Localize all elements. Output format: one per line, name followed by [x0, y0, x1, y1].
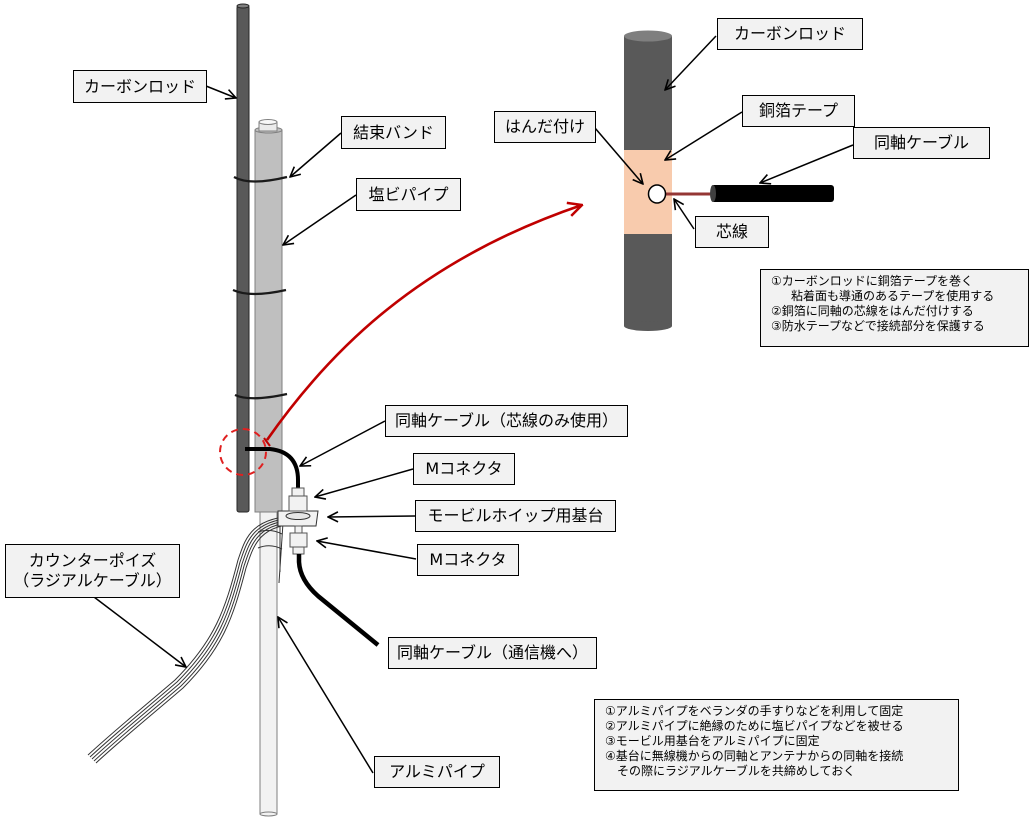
coax-to-radio-cable	[296, 554, 380, 647]
label-core-wire: 芯線	[695, 216, 769, 248]
note-line: ③モービル用基台をアルミパイプに固定	[605, 734, 820, 748]
note-box-bottom: ①アルミパイプをベランダの手すりなどを利用して固定 ②アルミパイプに絶縁のために…	[594, 699, 959, 791]
note-line: ①アルミパイプをベランダの手すりなどを利用して固定	[605, 704, 904, 718]
solder-point	[647, 184, 667, 204]
pipe-clamp	[257, 522, 284, 584]
label-text: 結束バンド	[353, 122, 434, 142]
label-text: カウンターポイズ	[28, 551, 157, 570]
label-carbon-rod-right: カーボンロッド	[717, 18, 863, 50]
note-line: ①カーボンロッドに銅箔テープを巻く	[771, 274, 974, 288]
label-carbon-rod-left: カーボンロッド	[73, 70, 207, 103]
label-text: Mコネクタ	[429, 550, 507, 569]
label-text: Mコネクタ	[425, 459, 503, 478]
label-text: カーボンロッド	[83, 76, 196, 96]
label-text: 同軸ケーブル（芯線のみ使用）	[394, 411, 619, 430]
label-text: 芯線	[715, 222, 748, 241]
carbon-rod-left	[236, 3, 250, 513]
coax-cable-detail	[710, 185, 834, 202]
detail-arrow	[265, 205, 582, 441]
label-cable-tie: 結束バンド	[341, 116, 446, 149]
carbon-rod-detail	[624, 30, 672, 331]
label-text: カーボンロッド	[733, 24, 846, 43]
note-line: ②アルミパイプに絶縁のために塩ビパイプなどを被せる	[605, 719, 904, 733]
label-solder: はんだ付け	[494, 111, 596, 143]
label-aluminum-pipe: アルミパイプ	[374, 756, 500, 788]
note-line: 粘着面も導通のあるテープを使用する	[791, 289, 995, 303]
label-counterpoise: カウンターポイズ （ラジアルケーブル）	[5, 544, 180, 598]
label-text: はんだ付け	[504, 117, 585, 136]
label-text: モービルホイップ用基台	[427, 506, 604, 525]
label-coax-core-only: 同軸ケーブル（芯線のみ使用）	[385, 405, 628, 437]
mobile-whip-base	[277, 510, 319, 527]
label-coax-to-radio: 同軸ケーブル（通信機へ）	[388, 637, 597, 669]
cable-ties	[232, 175, 288, 400]
note-line: ②銅箔に同軸の芯線をはんだ付けする	[771, 304, 974, 318]
label-copper-tape: 銅箔テープ	[742, 95, 855, 127]
label-text: 同軸ケーブル	[873, 133, 970, 152]
label-text: 同軸ケーブル（通信機へ）	[396, 643, 589, 662]
note-box-top: ①カーボンロッドに銅箔テープを巻く 粘着面も導通のあるテープを使用する ②銅箔に…	[760, 269, 1029, 347]
note-line: その際にラジアルケーブルを共締めしておく	[617, 764, 856, 778]
label-text: アルミパイプ	[389, 762, 485, 781]
label-text: 塩ビパイプ	[368, 184, 449, 204]
radial-cables	[87, 515, 301, 764]
label-text: 銅箔テープ	[758, 101, 839, 120]
label-coax-cable: 同軸ケーブル	[853, 127, 990, 159]
note-line: ③防水テープなどで接続部分を保護する	[771, 319, 985, 333]
highlight-circle	[219, 428, 267, 476]
note-line: ④基台に無線機からの同軸とアンテナからの同軸を接続	[605, 749, 904, 763]
coax-core-cable	[245, 447, 300, 492]
label-mobile-whip-base: モービルホイップ用基台	[415, 500, 616, 532]
leader-arrows	[93, 35, 854, 774]
m-connector-bottom	[289, 525, 308, 555]
label-text: （ラジアルケーブル）	[13, 571, 172, 590]
aluminum-pipe	[259, 511, 278, 817]
label-pvc-pipe: 塩ビパイプ	[356, 178, 461, 211]
label-m-connector-top: Mコネクタ	[413, 453, 515, 485]
label-m-connector-bottom: Mコネクタ	[417, 544, 519, 576]
m-connector-top	[288, 487, 308, 512]
